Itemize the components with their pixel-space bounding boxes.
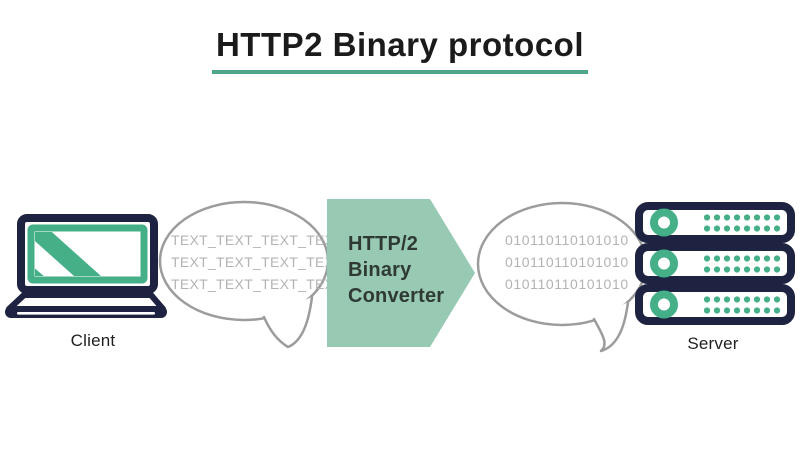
page-title: HTTP2 Binary protocol [211,26,589,74]
server-label: Server [687,334,739,353]
client-label: Client [70,331,116,350]
binary-bubble-line: 010110110101010 [505,232,629,248]
text-bubble-line: TEXT_TEXT_TEXT_TEXT [171,276,344,292]
binary-speech-bubble-icon [476,201,648,353]
text-bubble-lines: TEXT_TEXT_TEXT_TEXT TEXT_TEXT_TEXT_TEXT … [171,229,343,295]
converter-line: HTTP/2 [348,233,419,255]
converter-label: HTTP/2 Binary Converter [348,231,444,309]
converter-arrow-shape [327,199,475,347]
converter-line: Converter [348,285,445,307]
server-icon [635,202,795,328]
title-wrap: HTTP2 Binary protocol [0,26,800,74]
binary-bubble-line: 010110110101010 [505,254,629,270]
binary-bubble-line: 010110110101010 [505,276,629,292]
binary-bubble-lines: 010110110101010 010110110101010 01011011… [505,229,629,295]
text-bubble-line: TEXT_TEXT_TEXT_TEXT [171,232,344,248]
converter-line: Binary [348,259,412,281]
text-bubble-line: TEXT_TEXT_TEXT_TEXT [171,254,344,270]
laptop-icon [5,214,167,318]
